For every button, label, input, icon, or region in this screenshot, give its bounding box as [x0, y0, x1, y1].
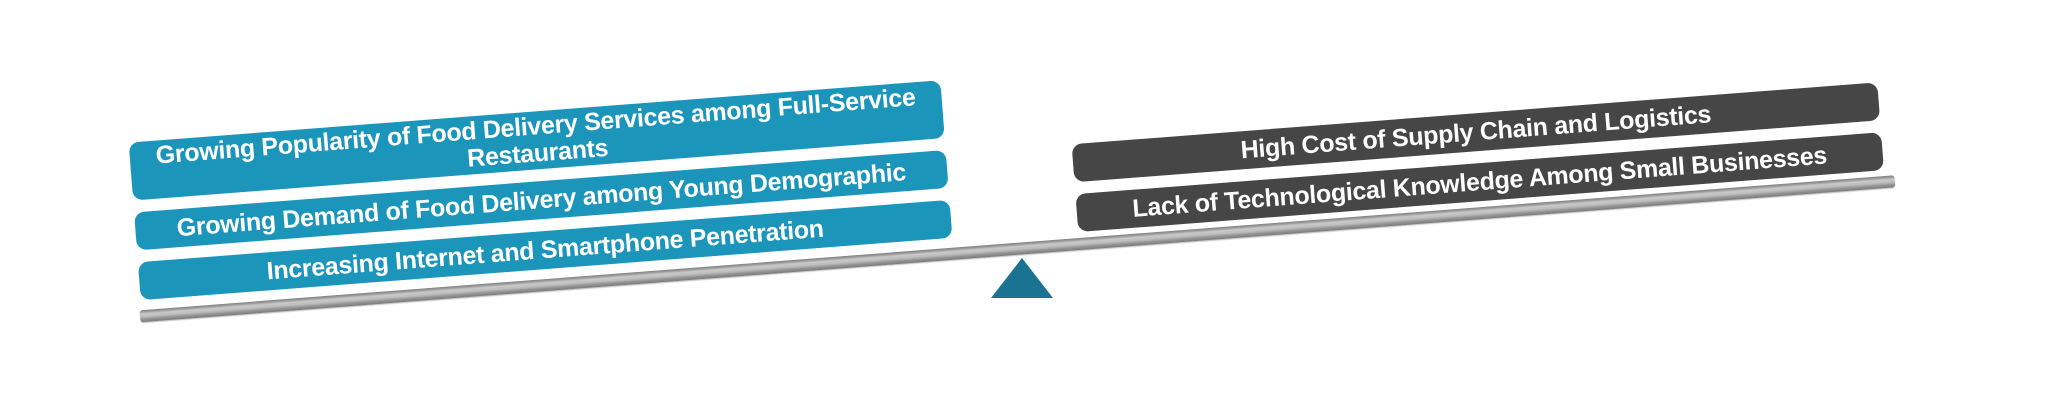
fulcrum-triangle-icon	[991, 258, 1053, 298]
seesaw-assembly: Growing Popularity of Food Delivery Serv…	[126, 0, 1898, 360]
